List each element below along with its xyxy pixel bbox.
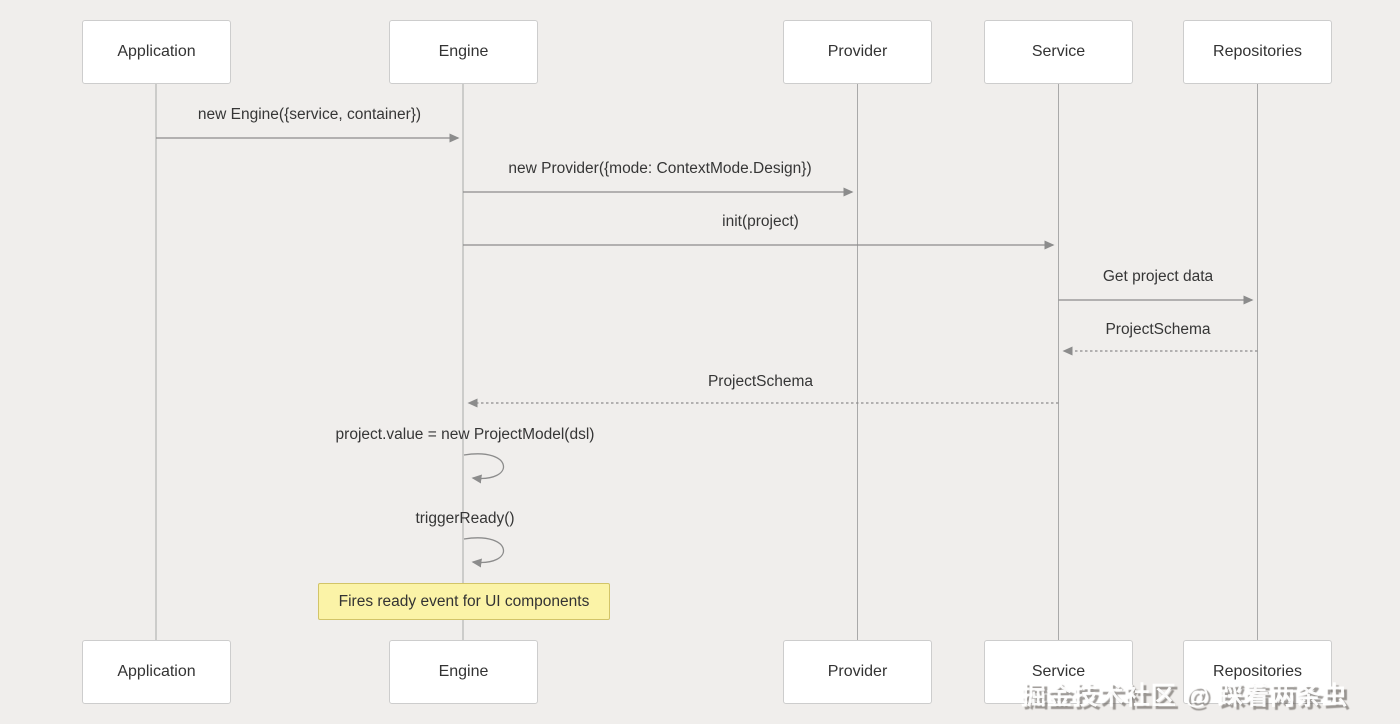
actor-bottom-application: Application — [82, 640, 231, 704]
actor-label: Service — [1031, 663, 1086, 680]
actor-label: Engine — [438, 43, 489, 60]
actor-label: Repositories — [1213, 43, 1302, 60]
actor-top-engine: Engine — [389, 20, 538, 84]
actor-label: Engine — [438, 663, 489, 680]
message-label-projectschema-repo: ProjectSchema — [1105, 321, 1211, 338]
actor-bottom-provider: Provider — [783, 640, 932, 704]
actor-top-repositories: Repositories — [1183, 20, 1332, 84]
message-label-projectschema-engine: ProjectSchema — [707, 373, 814, 390]
actor-label: Application — [117, 43, 196, 60]
note-fires-ready-event: Fires ready event for UI components — [318, 583, 610, 620]
self-loop-projectmodel — [463, 453, 505, 484]
actor-label: Provider — [827, 663, 888, 680]
message-label-new-provider: new Provider({mode: ContextMode.Design}) — [508, 160, 812, 177]
message-label-projectmodel: project.value = new ProjectModel(dsl) — [335, 426, 595, 443]
actor-bottom-engine: Engine — [389, 640, 538, 704]
actor-label: Service — [1031, 43, 1086, 60]
actor-label: Application — [117, 663, 196, 680]
actor-bottom-service: Service — [984, 640, 1133, 704]
note-text: Fires ready event for UI components — [338, 592, 590, 610]
actor-top-service: Service — [984, 20, 1133, 84]
message-label-init-project: init(project) — [722, 213, 799, 230]
actor-label: Repositories — [1213, 663, 1302, 680]
actor-top-provider: Provider — [783, 20, 932, 84]
actor-label: Provider — [827, 43, 888, 60]
actor-bottom-repositories: Repositories — [1183, 640, 1332, 704]
message-label-new-engine: new Engine({service, container}) — [197, 106, 422, 123]
message-label-triggerready: triggerReady() — [415, 510, 515, 527]
actor-top-application: Application — [82, 20, 231, 84]
self-loop-triggerready — [463, 537, 505, 568]
message-label-get-project-data: Get project data — [1102, 268, 1214, 285]
juejin-watermark: 掘金技术社区 @ 踩着两条虫 — [1020, 682, 1348, 710]
